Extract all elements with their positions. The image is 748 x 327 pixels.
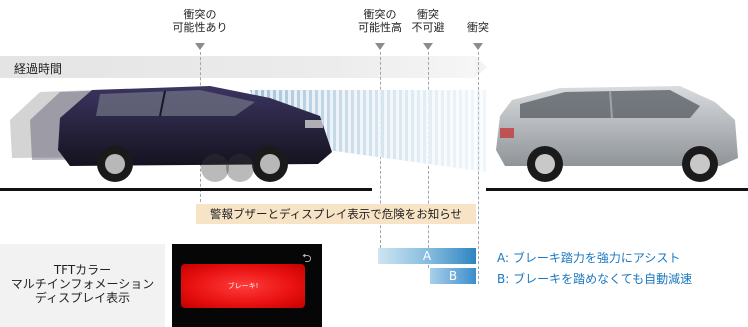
legend-a: A: ブレーキ踏力を強力にアシスト xyxy=(497,251,681,265)
stage-marker-high xyxy=(375,43,385,50)
stage-label-collision: 衝突 xyxy=(467,21,489,34)
bar-b-label: B xyxy=(448,269,458,283)
brake-warning-text: ブレーキ! xyxy=(227,282,259,290)
timeline-bar xyxy=(0,56,475,78)
stage-label-unavoidable: 衝突 不可避 xyxy=(411,8,445,34)
warning-banner: 警報ブザーとディスプレイ表示で危険をお知らせ xyxy=(196,204,476,224)
stage-marker-possible xyxy=(195,43,205,50)
own-car xyxy=(58,86,332,182)
road-right xyxy=(486,188,748,191)
legend-b: B: ブレーキを踏めなくても自動減速 xyxy=(497,272,693,286)
brake-warning-screen: ブレーキ! xyxy=(181,264,305,308)
front-car xyxy=(496,86,738,182)
stage-label-high: 衝突の 可能性高 xyxy=(358,8,402,34)
auto-brake-bar-b: B xyxy=(430,268,476,284)
display-caption-box: TFTカラー マルチインフォメーション ディスプレイ表示 xyxy=(0,244,165,327)
return-arrow-icon: ⮌ xyxy=(302,251,312,265)
timeline-arrow-icon xyxy=(475,56,487,78)
brake-assist-bar-a: A xyxy=(378,248,476,264)
timeline-label: 経過時間 xyxy=(14,62,63,76)
stage-marker-unavoidable xyxy=(423,43,433,50)
road-left xyxy=(0,188,372,191)
bar-a-label: A xyxy=(422,249,432,263)
stage-label-possible: 衝突の 可能性あり xyxy=(172,8,228,34)
stage-marker-collision xyxy=(473,43,483,50)
collision-scene xyxy=(10,86,738,182)
radar-beam xyxy=(250,90,486,172)
display-caption: TFTカラー マルチインフォメーション ディスプレイ表示 xyxy=(10,263,155,305)
